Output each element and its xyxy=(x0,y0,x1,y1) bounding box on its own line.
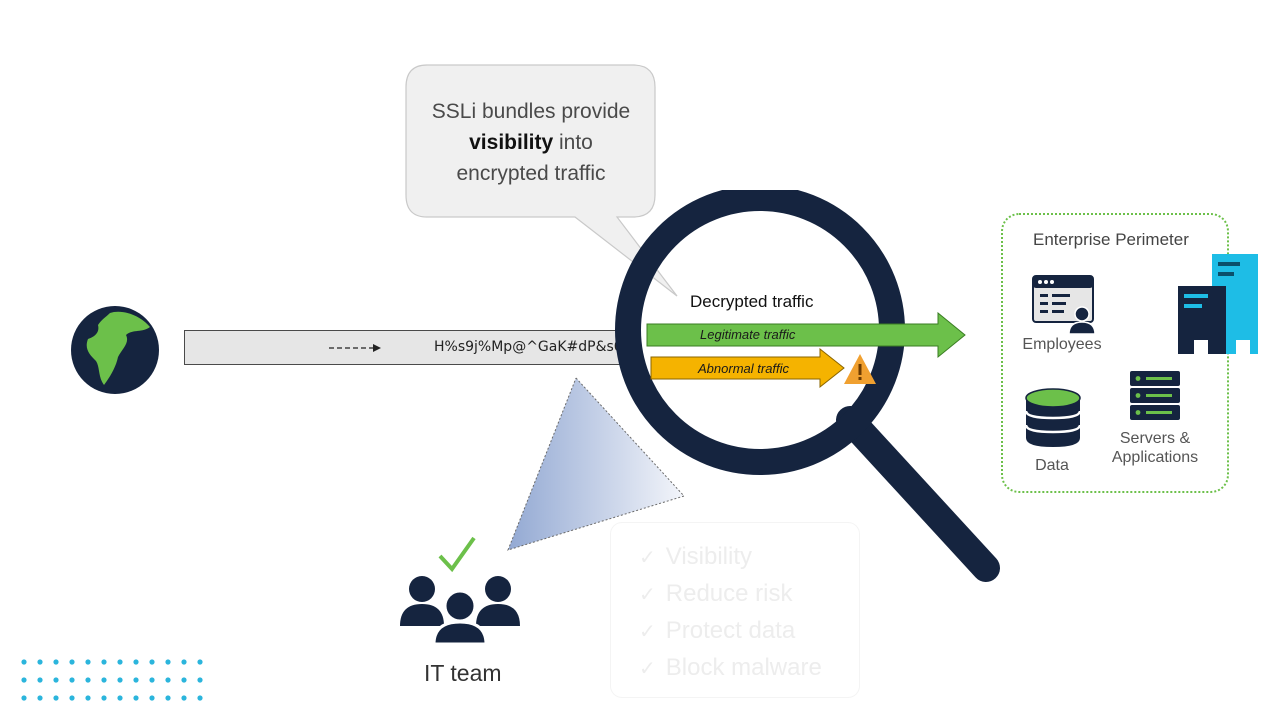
servers-label: Servers & Applications xyxy=(1100,429,1210,467)
check-icon: ✓ xyxy=(639,584,656,606)
lens-beam xyxy=(507,377,685,551)
abnormal-traffic-label: Abnormal traffic xyxy=(698,361,790,376)
bubble-line-2-rest: into xyxy=(553,131,593,154)
bubble-bold-word: visibility xyxy=(469,131,554,154)
abnormal-traffic-arrow xyxy=(650,348,845,389)
benefit-item: ✓ Protect data xyxy=(639,617,795,645)
bubble-line-3: encrypted traffic xyxy=(456,162,606,185)
bubble-line-1: SSLi bundles provide xyxy=(431,100,631,123)
perimeter-title: Enterprise Perimeter xyxy=(1033,230,1189,249)
it-team-label: IT team xyxy=(424,660,502,686)
legitimate-traffic-label: Legitimate traffic xyxy=(700,327,796,342)
benefit-label: Block malware xyxy=(665,654,822,681)
globe-icon xyxy=(71,306,159,394)
dot-pattern xyxy=(21,659,203,701)
benefit-label: Reduce risk xyxy=(665,580,793,607)
people-icon xyxy=(400,576,520,644)
bubble-text: SSLi bundles provide visibility into enc… xyxy=(408,96,654,189)
database-icon xyxy=(1025,388,1081,447)
encrypted-stream-text: H%s9j%Mp@^GaK#dP&s0Y xyxy=(434,339,624,355)
server-icon xyxy=(1130,371,1180,420)
employees-label: Employees xyxy=(1022,336,1102,353)
benefit-label: Visibility xyxy=(665,543,753,570)
data-label: Data xyxy=(1035,457,1069,474)
check-icon xyxy=(438,536,476,573)
warning-icon xyxy=(844,354,876,384)
building-icon xyxy=(1178,254,1258,354)
check-icon: ✓ xyxy=(639,547,656,569)
servers-label-line-1: Servers & xyxy=(1119,430,1191,447)
benefit-label: Protect data xyxy=(665,617,796,644)
benefit-item: ✓ Block malware xyxy=(639,654,822,682)
legitimate-traffic-arrow xyxy=(646,312,966,359)
bubble-line-2: visibility into xyxy=(408,127,654,158)
servers-label-line-2: Applications xyxy=(1111,449,1199,466)
arrow-right-icon xyxy=(329,344,381,352)
decrypted-traffic-title: Decrypted traffic xyxy=(690,292,814,311)
benefits-panel: ✓ Visibility ✓ Reduce risk ✓ Protect data ✓… xyxy=(610,522,860,698)
benefit-item: ✓ Reduce risk xyxy=(639,580,792,608)
check-icon: ✓ xyxy=(639,621,656,643)
check-icon: ✓ xyxy=(639,658,656,680)
employee-icon xyxy=(1032,275,1096,335)
benefit-item: ✓ Visibility xyxy=(639,543,752,571)
